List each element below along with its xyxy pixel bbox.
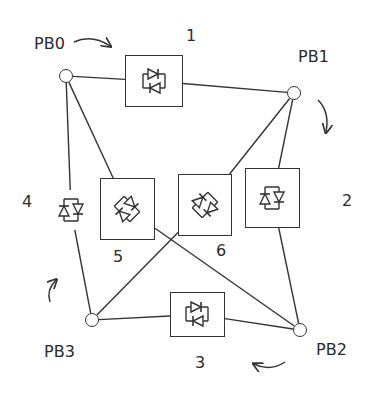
terminal-pad: PB1	[287, 86, 301, 100]
diode-pair-symbol	[111, 193, 144, 226]
diode-pair-symbol	[59, 199, 83, 221]
pin-label: PB0	[34, 36, 65, 52]
diode-box: 2	[245, 168, 300, 228]
diode-pair-symbol	[186, 302, 208, 326]
wire	[69, 82, 113, 178]
wire	[99, 316, 170, 320]
diode-box: 5	[100, 178, 155, 240]
flow-arrow	[49, 280, 56, 302]
terminal-pad: PB2	[293, 323, 307, 337]
wire	[66, 83, 70, 190]
wire	[225, 319, 293, 329]
callout-number: 1	[186, 28, 196, 44]
wire	[73, 76, 125, 79]
wire	[230, 98, 290, 174]
diode-pair-symbol	[189, 189, 222, 222]
diode-box: 1	[125, 55, 183, 107]
terminal-pad: PB0	[59, 69, 73, 83]
diode-box: 6	[178, 174, 232, 236]
wire	[279, 228, 299, 323]
pin-label: PB1	[298, 49, 329, 65]
flow-arrow	[318, 100, 327, 132]
wire	[97, 232, 178, 315]
terminal-pad: PB3	[85, 313, 99, 327]
diode-pair-symbol	[143, 69, 165, 93]
diode-box: 3	[170, 292, 225, 337]
pin-label: PB2	[316, 342, 347, 358]
wire	[75, 230, 91, 313]
callout-number: 5	[113, 249, 123, 265]
callout-number: 4	[22, 194, 32, 210]
wire	[183, 83, 287, 92]
diode-pair: 4	[55, 190, 87, 230]
callout-number: 3	[195, 355, 205, 371]
callout-number: 6	[216, 243, 226, 259]
flow-arrow	[74, 39, 110, 46]
pin-label: PB3	[44, 344, 75, 360]
diode-pair-symbol	[260, 187, 284, 209]
callout-number: 2	[342, 193, 352, 209]
flow-arrow	[254, 362, 285, 368]
